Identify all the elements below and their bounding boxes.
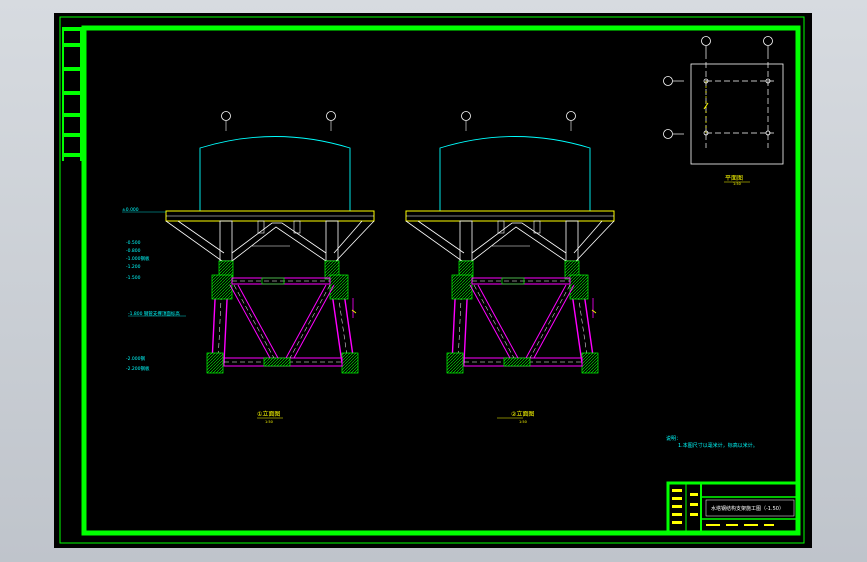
svg-text:-1.000钢板: -1.000钢板 [126, 255, 150, 262]
margin-bars [62, 27, 83, 161]
drawing-name: 水塔钢结构支架施工图（-1.50） [711, 505, 784, 512]
notes-heading: 说明： [666, 435, 681, 442]
right-view-scale: 1:50 [519, 420, 527, 424]
notes-line: 1.本图尺寸以毫米计，标高以米计。 [678, 442, 758, 449]
plan-scale: 1:50 [733, 182, 741, 186]
cad-drawing: 平面图 1:50 [59, 16, 805, 544]
right-elevation [405, 110, 615, 419]
left-view-title: ①立面图 [257, 410, 280, 418]
svg-text:-2.000钢: -2.000钢 [126, 355, 146, 362]
left-elevation [165, 110, 375, 419]
grid-bubble-icon [763, 36, 773, 46]
svg-text:-0.500: -0.500 [126, 240, 141, 246]
title-block: 水塔钢结构支架施工图（-1.50） [666, 481, 800, 535]
svg-text:-1.200: -1.200 [126, 264, 141, 270]
inner-frame [81, 25, 801, 536]
grid-bubble-icon [701, 36, 711, 46]
right-view-title: ②立面图 [511, 410, 534, 418]
elevation-labels: ±0.000 -0.500 -0.800 -1.000钢板 -1.200 -1.… [122, 207, 186, 372]
plan-view: 平面图 1:50 [663, 36, 784, 186]
svg-text:-2.200钢板: -2.200钢板 [126, 365, 150, 372]
drawing-viewport[interactable]: 平面图 1:50 [54, 13, 812, 548]
svg-text:-1.800 钢管支撑顶面标高: -1.800 钢管支撑顶面标高 [128, 310, 180, 317]
svg-text:-1.500: -1.500 [126, 275, 141, 281]
outer-frame [59, 16, 805, 544]
grid-bubble-icon [663, 76, 673, 86]
plan-outline [690, 63, 784, 165]
plan-title: 平面图 [725, 175, 743, 182]
left-view-scale: 1:50 [265, 420, 273, 424]
svg-text:-0.800: -0.800 [126, 248, 141, 254]
svg-text:±0.000: ±0.000 [122, 207, 139, 213]
grid-bubble-icon [663, 129, 673, 139]
